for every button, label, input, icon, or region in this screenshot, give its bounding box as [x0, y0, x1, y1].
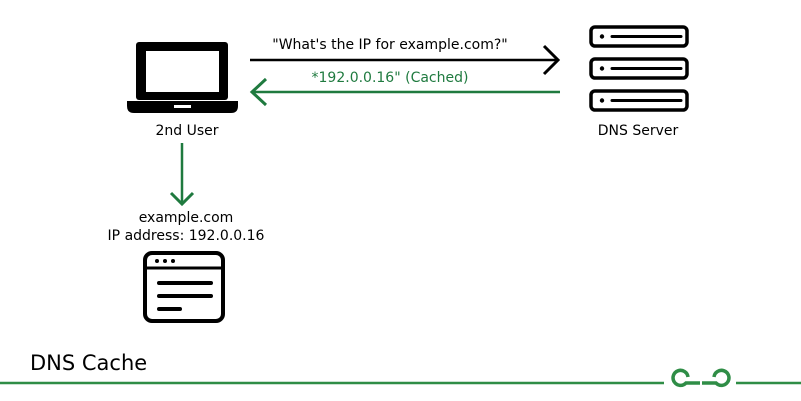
gfg-logo-icon [671, 368, 731, 388]
cache-lookup-arrow [169, 143, 195, 207]
user-label: 2nd User [155, 123, 218, 139]
server-label: DNS Server [598, 123, 679, 139]
laptop-icon [127, 42, 238, 113]
cache-domain: example.com [139, 210, 234, 226]
dns-server-icon [589, 25, 689, 112]
response-label: *192.0.0.16" (Cached) [312, 70, 469, 86]
cache-window-icon [143, 251, 225, 323]
page-title: DNS Cache [30, 351, 147, 375]
cache-ip: IP address: 192.0.0.16 [108, 228, 265, 244]
request-arrow [250, 44, 561, 76]
response-arrow [249, 77, 560, 107]
request-label: "What's the IP for example.com?" [272, 37, 507, 53]
